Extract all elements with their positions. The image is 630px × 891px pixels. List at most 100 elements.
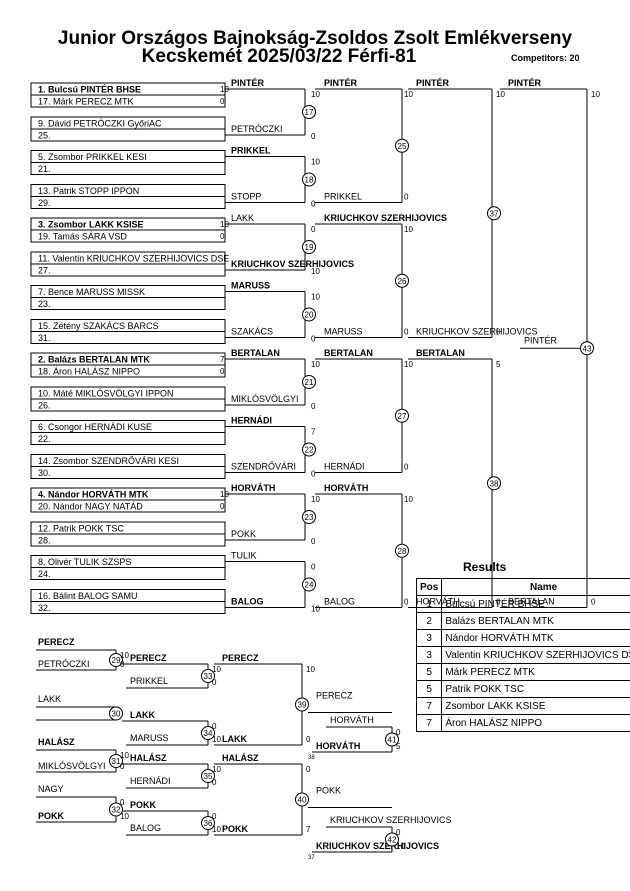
repechage-r4-winner: HORVÁTH <box>316 741 360 751</box>
repechage-r2-opp: BALOG <box>130 823 161 833</box>
round3-top-score: 10 <box>404 495 413 504</box>
match-number: 40 <box>298 796 307 805</box>
round3-bot-score: 0 <box>404 328 409 337</box>
match-number: 24 <box>305 581 314 590</box>
repechage-r3-winner: POKK <box>316 786 341 796</box>
repechage-r1-score: 10 <box>120 651 129 660</box>
round2-winner: PRIKKEL <box>324 192 362 202</box>
repechage-r1-score: 10 <box>120 751 129 760</box>
round3-top-score: 10 <box>404 90 413 99</box>
match-number: 21 <box>305 378 314 387</box>
match-number: 42 <box>388 836 397 845</box>
repechage-r2-opp: MARUSS <box>130 733 169 743</box>
match-number: 34 <box>204 729 213 738</box>
repechage-r4-ref: 37 <box>308 855 315 861</box>
match-number: 39 <box>298 701 307 710</box>
round1-winner: BALOG <box>231 597 264 607</box>
repechage-r1-winner: PERECZ <box>130 653 167 663</box>
match-number: 25 <box>398 142 407 151</box>
page-subtitle: Kecskemét 2025/03/22 Férfi-81 <box>141 47 417 67</box>
round1-winner: SZENDRŐVÁRI <box>231 462 296 472</box>
round4-top-score: 10 <box>496 90 505 99</box>
repechage-r1-circle <box>109 754 123 768</box>
entry-label: 15. Zétény SZAKÁCS BARCS <box>38 321 159 331</box>
repechage-r2-score: 10 <box>212 765 221 774</box>
round3-circle <box>395 408 409 423</box>
results-pos: 7 <box>415 697 443 715</box>
results-pos: 7 <box>415 714 443 732</box>
results-name: Valentin KRIUCHKOV SZERHIJOVICS DSE <box>441 646 630 664</box>
results-name: Balázs BERTALAN MTK <box>441 612 630 630</box>
round2-winner: KRIUCHKOV SZERHIJOVICS <box>324 213 447 223</box>
repechage-r1-name: MIKLÓSVÖLGYI <box>38 761 106 771</box>
entry-label: 2. Balázs BERTALAN MTK <box>38 355 150 365</box>
round2-bot-score: 0 <box>311 132 316 141</box>
repechage-r4-winner: KRIUCHKOV SZERHIJOVICS <box>316 841 439 851</box>
final-winner: PINTÉR <box>524 335 558 345</box>
round2-bot-score: 0 <box>311 537 316 546</box>
entry-label: 31. <box>38 333 51 343</box>
repechage-r2-opp: HERNÁDI <box>130 776 171 786</box>
repechage-r2-opp: PRIKKEL <box>130 676 168 686</box>
results-pos: 1 <box>415 595 443 613</box>
repechage-r4-score: 5 <box>396 742 401 751</box>
entry-score: 10 <box>220 220 229 229</box>
round4-circle <box>487 476 501 491</box>
match-number: 22 <box>305 446 314 455</box>
round2-top-score: 7 <box>311 428 316 437</box>
repechage-r2-circle <box>201 726 215 740</box>
repechage-r1-score: 0 <box>120 762 125 771</box>
round2-winner: BERTALAN <box>324 348 373 358</box>
entry-label: 9. Dávid PETRÓCZKI GyőriAC <box>38 119 162 129</box>
entry-label: 25. <box>38 131 51 141</box>
entry-label: 24. <box>38 569 51 579</box>
results-pos: 3 <box>415 646 443 664</box>
repechage-r2-score: 0 <box>212 778 217 787</box>
repechage-r1-name: PETRÓCZKI <box>38 659 90 669</box>
entry-label: 13. Patrik STOPP IPPON <box>38 186 139 196</box>
repechage-r2-circle <box>201 769 215 783</box>
entry-label: 23. <box>38 299 51 309</box>
entry-score: 10 <box>220 490 229 499</box>
round3-circle <box>395 138 409 153</box>
round4-bot-score: 0 <box>496 328 501 337</box>
round2-circle <box>302 307 316 322</box>
round3-winner: KRIUCHKOV SZERHIJOVICS <box>416 327 538 337</box>
entry-label: 4. Nándor HORVÁTH MTK <box>38 490 149 500</box>
match-number: 28 <box>398 547 407 556</box>
match-number: 37 <box>490 209 499 218</box>
round1-winner: MIKLÓSVÖLGYI <box>231 394 299 404</box>
entry-label: 27. <box>38 266 51 276</box>
repechage-r3-score: 10 <box>306 665 315 674</box>
round2-top-score: 10 <box>311 158 320 167</box>
match-number: 38 <box>490 479 499 488</box>
match-number: 17 <box>305 108 314 117</box>
repechage-r2-score: 0 <box>212 812 217 821</box>
round2-winner: PINTÉR <box>324 78 358 88</box>
match-number: 18 <box>305 176 314 185</box>
round1-winner: PRIKKEL <box>231 146 271 156</box>
repechage-r1-circle <box>109 802 123 817</box>
round1-winner: LAKK <box>231 213 254 223</box>
repechage-r3-score: 0 <box>306 765 311 774</box>
entry-label: 20. Nándor NAGY NATÁD <box>38 502 143 512</box>
match-number: 35 <box>204 772 213 781</box>
repechage-r1-name: POKK <box>38 811 65 821</box>
match-number: 29 <box>112 656 121 665</box>
round1-winner: STOPP <box>231 192 261 202</box>
round2-winner: HORVÁTH <box>324 483 368 493</box>
entry-label: 16. Bálint BALOG SAMU <box>38 591 138 601</box>
entry-label: 5. Zsombor PRIKKEL KESI <box>38 152 147 162</box>
repechage-r4-score: 0 <box>396 828 401 837</box>
round1-winner: HERNÁDI <box>231 416 272 426</box>
match-number: 27 <box>398 412 407 421</box>
entry-label: 18. Áron HALÁSZ NIPPO <box>38 367 140 377</box>
entry-label: 7. Bence MARUSS MISSK <box>38 287 145 297</box>
entry-label: 3. Zsombor LAKK KSISE <box>38 220 144 230</box>
